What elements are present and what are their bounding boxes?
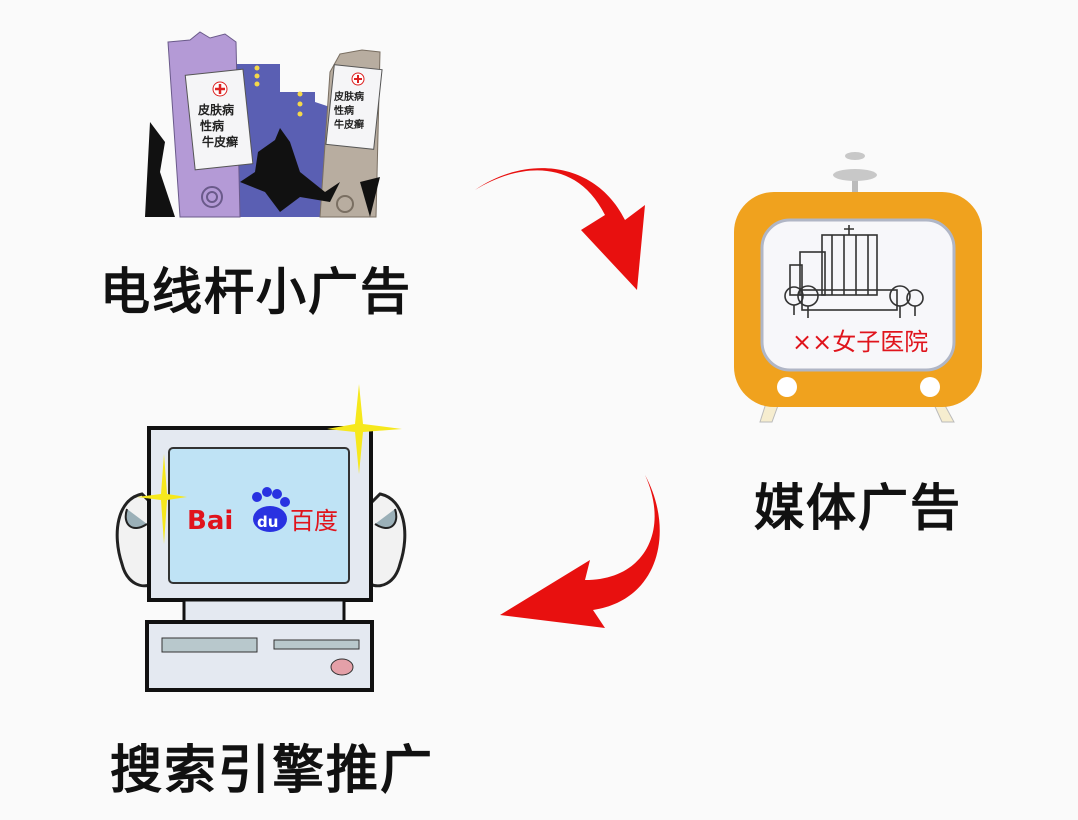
curved-arrow-icon	[500, 475, 660, 628]
sparkle-icon	[137, 384, 402, 544]
svg-text:皮肤病: 皮肤病	[197, 102, 234, 117]
svg-text:牛皮癣: 牛皮癣	[334, 118, 364, 131]
hospital-drawing	[784, 225, 924, 318]
svg-text:皮肤病: 皮肤病	[333, 90, 364, 103]
baidu-logo: Bai du 百度	[187, 487, 338, 536]
svg-text:性病: 性病	[333, 104, 354, 117]
utility-poles-illustration: 皮肤病 性病 牛皮癣 皮肤病 性病 牛皮癣	[145, 31, 383, 218]
hospital-name: ××女子医院	[792, 328, 928, 356]
ad-sign-right: 皮肤病 性病 牛皮癣	[325, 64, 383, 150]
tv-illustration: ××女子医院	[734, 152, 982, 423]
computer-illustration: Bai du 百度	[115, 384, 407, 692]
svg-text:牛皮癣: 牛皮癣	[202, 134, 238, 149]
node-label-search-engine-promotion: 搜索引擎推广	[110, 741, 435, 801]
svg-text:百度: 百度	[290, 507, 338, 535]
svg-text:Bai: Bai	[187, 506, 233, 536]
ad-sign-left: 皮肤病 性病 牛皮癣	[184, 68, 254, 171]
node-label-utility-pole-ads: 电线杆小广告	[100, 263, 412, 321]
svg-text:性病: 性病	[199, 118, 224, 133]
svg-text:du: du	[257, 513, 278, 531]
node-label-media-ads: 媒体广告	[754, 479, 962, 537]
curved-arrow-icon	[475, 168, 645, 290]
